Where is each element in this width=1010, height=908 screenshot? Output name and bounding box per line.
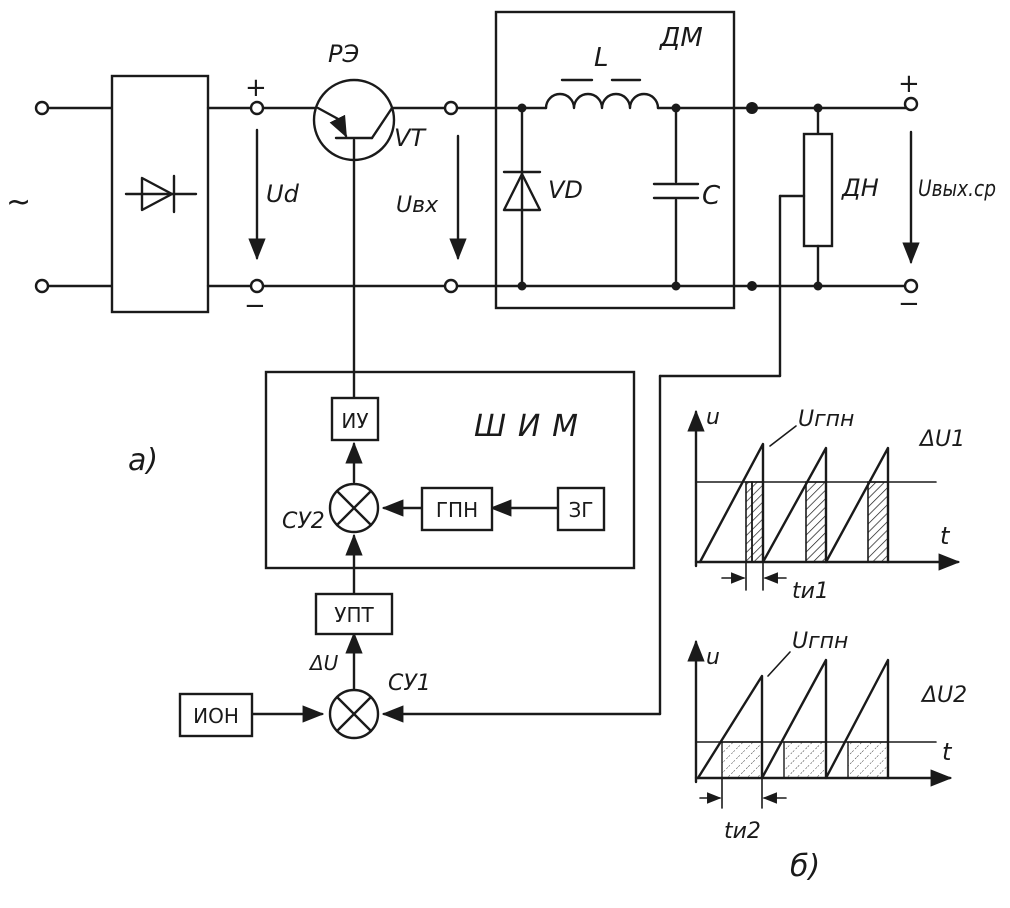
su1-label: СУ1	[388, 671, 431, 696]
uin-terminal-bottom	[443, 278, 459, 294]
svg-text:УПТ: УПТ	[334, 603, 374, 627]
ramp-2	[696, 658, 890, 780]
ud-terminal-top	[249, 100, 265, 116]
l-label: L	[594, 43, 609, 73]
shim-label: ШИМ	[474, 409, 578, 444]
graph-2-pulse-label: tи2	[724, 819, 761, 844]
dm-module	[494, 10, 736, 310]
vt-label: VT	[394, 124, 427, 152]
su1-mixer	[328, 688, 380, 740]
graph-1-level-label: ΔU1	[918, 427, 965, 452]
graph-1-t-axis: t	[940, 522, 951, 550]
output-terminal-bottom	[903, 278, 919, 294]
graph-2-t-axis: t	[942, 738, 953, 766]
su2-label: СУ2	[282, 509, 325, 534]
graph-2-u-axis: u	[706, 645, 720, 670]
zg-block: ЗГ	[556, 486, 606, 532]
uout-label: Uвых.ср	[918, 177, 996, 202]
ion-block: ИОН	[178, 692, 254, 738]
dc-bus-wires	[206, 100, 498, 294]
minus-in-label: −	[244, 291, 266, 321]
re-label: РЭ	[328, 40, 359, 68]
shim-block	[264, 370, 636, 570]
gpn-block: ГПН	[420, 486, 494, 532]
svg-text:ИУ: ИУ	[341, 409, 368, 433]
su2-mixer	[328, 482, 380, 534]
ud-label: Ud	[266, 180, 300, 208]
rectifier-block	[110, 74, 210, 314]
graph-1-u-axis: u	[706, 405, 720, 430]
svg-text:ИОН: ИОН	[193, 704, 239, 728]
graph-2-level-label: ΔU2	[920, 683, 967, 708]
delta-u-label: ΔU	[308, 651, 339, 675]
uin-terminal-top	[443, 100, 459, 116]
upt-block: УПТ	[314, 592, 394, 636]
graph-2	[687, 639, 953, 809]
vd-label: VD	[548, 176, 583, 204]
ud-terminal-bottom	[249, 278, 265, 294]
svg-text:ГПН: ГПН	[436, 498, 478, 522]
plus-out-label: +	[898, 69, 920, 99]
ac-terminal-top	[34, 100, 50, 116]
iu-block: ИУ	[330, 396, 380, 442]
dn-label: ДН	[841, 174, 879, 202]
minus-out-label: −	[898, 289, 920, 319]
plus-in-label: +	[245, 73, 267, 103]
graph-1-pulse-label: tи1	[792, 579, 829, 604]
graph-1-ramp-label: Uгпн	[798, 407, 854, 432]
ac-symbol: ~	[6, 185, 31, 220]
transistor-vt	[312, 78, 396, 162]
c-label: C	[702, 181, 721, 211]
svg-text:ЗГ: ЗГ	[568, 498, 593, 522]
voltage-divider	[802, 132, 834, 248]
graph-2-ramp-label: Uгпн	[792, 629, 848, 654]
ac-input: ~	[6, 100, 114, 294]
uin-label: Uвх	[396, 193, 439, 218]
ramp-1	[698, 442, 890, 564]
ac-terminal-bottom	[34, 278, 50, 294]
output-terminal-top	[903, 96, 919, 112]
output-section	[381, 96, 920, 723]
dm-label: ДМ	[659, 23, 703, 53]
control-wiring	[250, 158, 560, 723]
part-b-label: б)	[790, 849, 820, 884]
part-a-label: a)	[128, 443, 158, 478]
graph-1	[687, 409, 961, 591]
